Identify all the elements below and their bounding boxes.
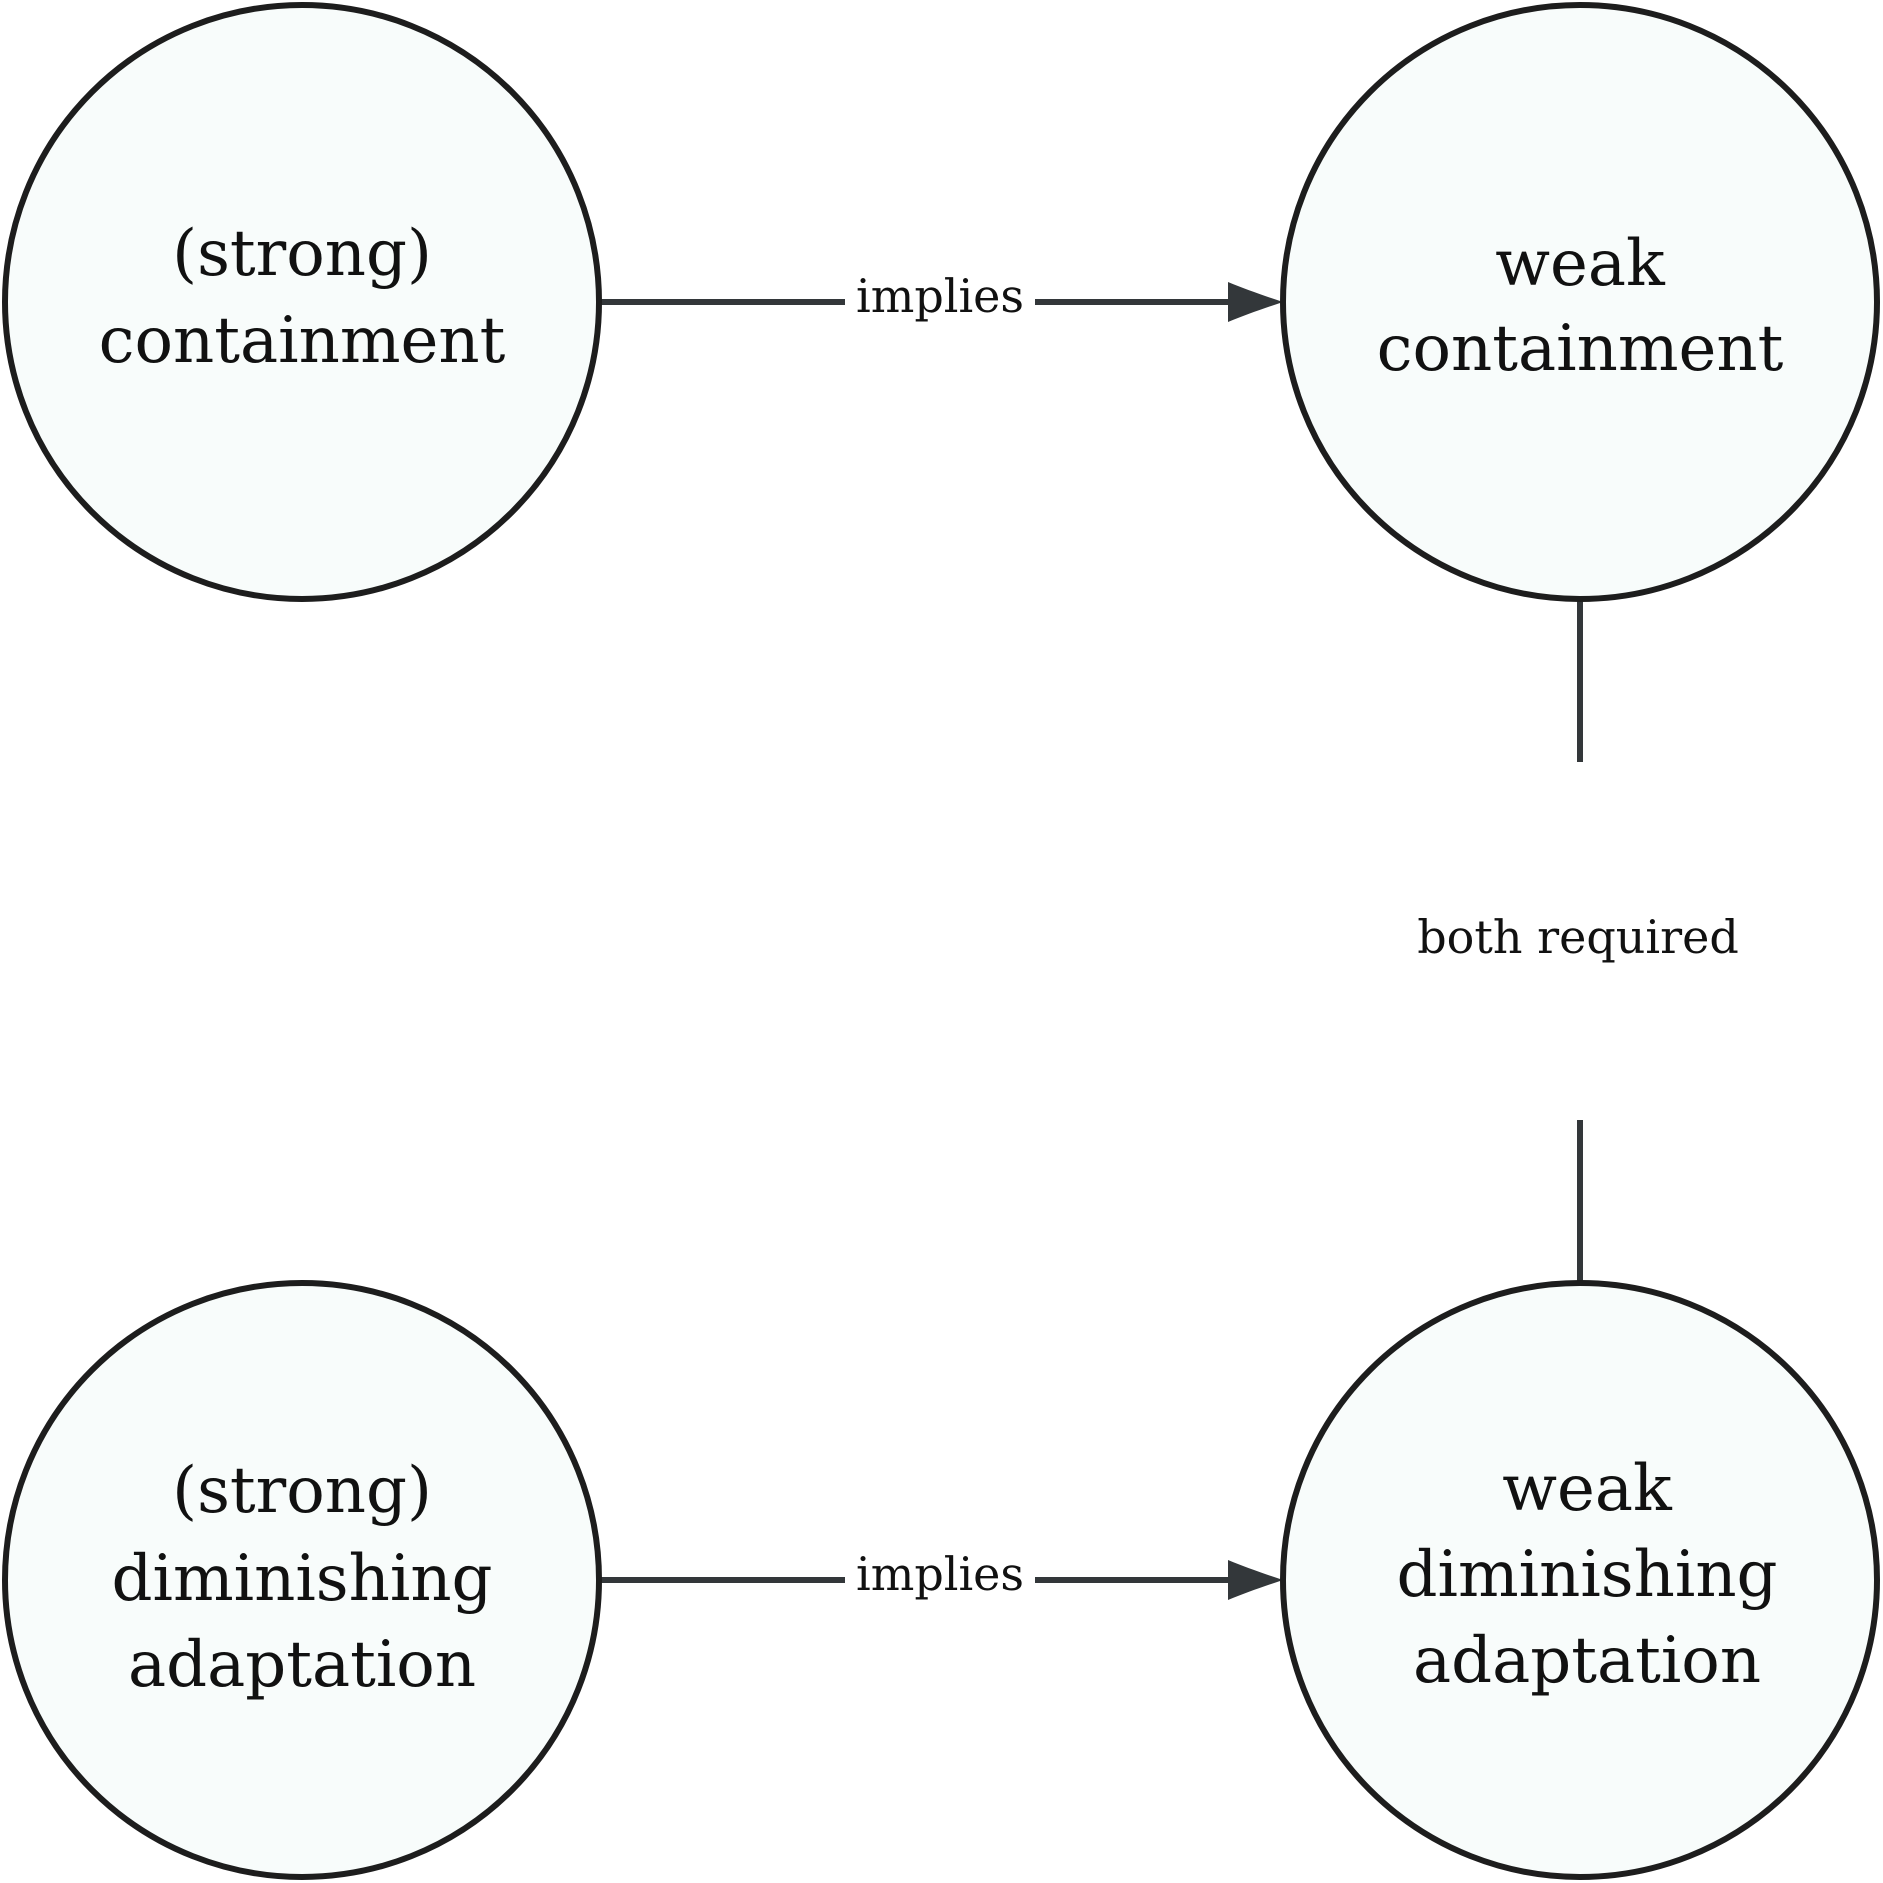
node-weak-containment-circle	[1280, 2, 1880, 602]
node-weak-diminishing-adaptation-line-3: adaptation	[1413, 1624, 1761, 1698]
edge-top-implies-label: implies	[856, 269, 1024, 323]
edge-top-implies: implies	[600, 269, 1283, 323]
arrow-head-icon	[1228, 1560, 1283, 1600]
node-strong-containment: (strong) containment	[2, 2, 602, 602]
node-weak-containment-line-2: containment	[1377, 312, 1784, 386]
node-weak-diminishing-adaptation: weak diminishing adaptation	[1280, 1280, 1880, 1880]
node-strong-containment-line-2: containment	[99, 304, 506, 378]
node-strong-containment-circle	[2, 2, 602, 602]
node-strong-diminishing-adaptation-line-1: (strong)	[172, 1454, 432, 1528]
node-strong-diminishing-adaptation-line-3: adaptation	[128, 1628, 476, 1702]
edge-bottom-implies: implies	[600, 1547, 1283, 1601]
node-weak-containment: weak containment	[1280, 2, 1880, 602]
node-weak-diminishing-adaptation-circle	[1280, 1280, 1880, 1880]
node-strong-diminishing-adaptation-line-2: diminishing	[112, 1542, 493, 1616]
node-weak-diminishing-adaptation-line-1: weak	[1502, 1452, 1673, 1526]
node-weak-containment-line-1: weak	[1495, 227, 1666, 301]
edge-bottom-implies-label: implies	[856, 1547, 1024, 1601]
edge-both-required: both required	[1417, 600, 1739, 1282]
node-strong-containment-line-1: (strong)	[172, 217, 432, 291]
node-weak-diminishing-adaptation-line-2: diminishing	[1397, 1538, 1778, 1612]
node-strong-diminishing-adaptation: (strong) diminishing adaptation	[2, 1280, 602, 1880]
arrow-head-icon	[1228, 282, 1283, 322]
node-strong-diminishing-adaptation-circle	[2, 1280, 602, 1880]
edge-both-required-label: both required	[1417, 910, 1739, 964]
